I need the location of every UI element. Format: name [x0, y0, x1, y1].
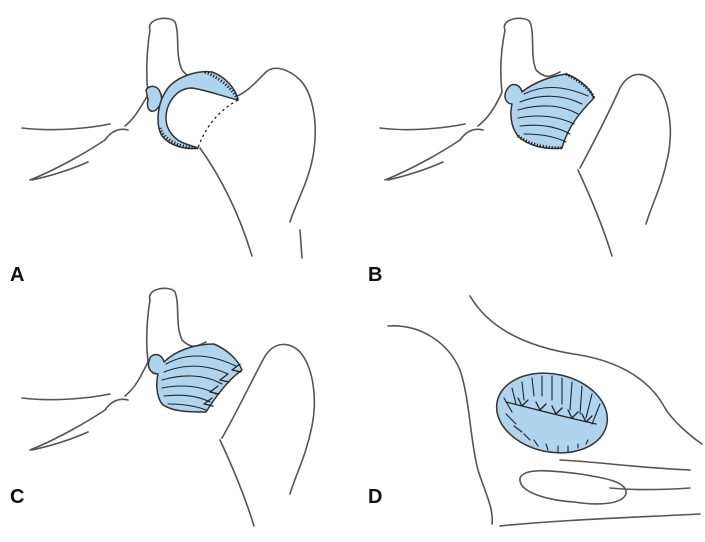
panel-c-label: C [10, 486, 25, 508]
panel-a-hatch-top [204, 70, 240, 101]
panel-c-fibers [161, 355, 237, 411]
panel-b-hatch-top [565, 72, 596, 99]
panel-c-sutures [203, 363, 242, 407]
panel-b-scapula-outline [379, 17, 561, 181]
panel-c-capsule [147, 343, 243, 413]
panel-b-hatch-bottom [517, 134, 563, 150]
panel-d-outline-top [469, 295, 703, 445]
panel-b-label: B [368, 264, 383, 286]
panel-d-drawing [387, 295, 703, 527]
panel-d-outline-left [387, 325, 701, 527]
panel-d-sutures [505, 397, 597, 425]
panel-a-dashed-incision [197, 99, 239, 149]
panel-d-fibers [503, 375, 601, 453]
panel-a-humerus-outline [199, 67, 317, 259]
panel-b-drawing [379, 17, 672, 257]
panel-a-hatch-bottom [158, 127, 199, 150]
panel-a-scapula-outline [21, 17, 226, 181]
panel-c-scapula-outline [21, 287, 207, 451]
panel-c-humerus-outline [219, 343, 316, 527]
panel-a-drawing [21, 17, 317, 259]
panel-d-label: D [368, 486, 383, 508]
panel-b-humerus-outline [577, 73, 672, 257]
panel-a-label: A [10, 264, 25, 286]
panel-a-capsule-ring [157, 70, 239, 150]
panel-b-fibers [517, 87, 589, 143]
panel-d-lower-loop [519, 469, 627, 505]
panel-c-drawing [21, 287, 316, 527]
panel-d-outline-bottom [559, 459, 691, 491]
